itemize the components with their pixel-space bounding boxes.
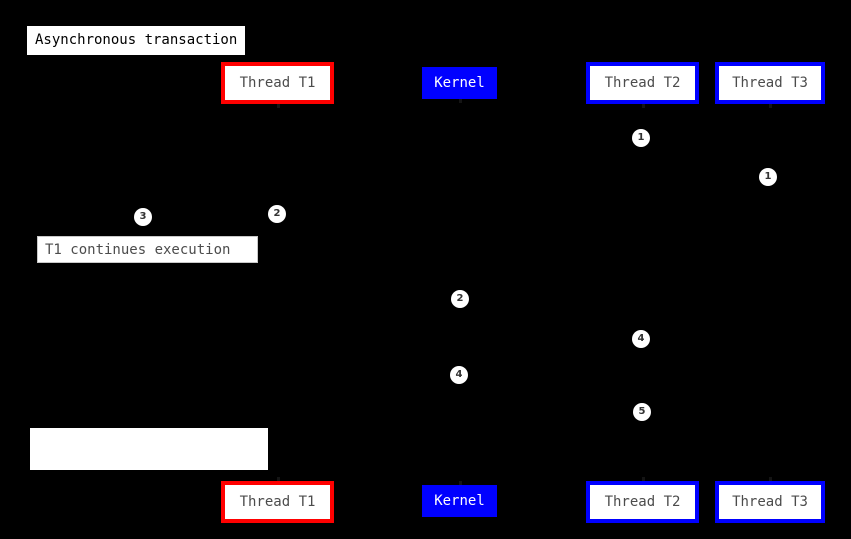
lifeline-stub-bottom [642, 477, 645, 481]
lifeline-head-thread-t2[interactable]: Thread T2 [586, 62, 699, 104]
lifeline-head-thread-t2[interactable]: Thread T2 [586, 481, 699, 523]
lifeline-stub-bottom [459, 481, 462, 485]
sequence-marker-4: 4 [632, 330, 650, 348]
note-box-t1-continues-execution: T1 continues execution [37, 236, 258, 263]
diagram-title: Asynchronous transaction [27, 26, 246, 55]
sequence-marker-4: 4 [450, 366, 468, 384]
lifeline-head-thread-t1[interactable]: Thread T1 [221, 62, 334, 104]
lifeline-thread-t2 [643, 104, 644, 481]
sequence-marker-1: 1 [632, 129, 650, 147]
lifeline-stub-bottom [277, 477, 280, 481]
note-box-empty [30, 428, 268, 470]
lifeline-head-kernel[interactable]: Kernel [422, 485, 497, 517]
lifeline-stub-top [769, 104, 772, 108]
lifeline-stub-top [459, 99, 462, 103]
sequence-marker-5: 5 [633, 403, 651, 421]
sequence-marker-3: 3 [134, 208, 152, 226]
lifeline-stub-top [277, 104, 280, 108]
lifeline-stub-bottom [769, 477, 772, 481]
lifeline-thread-t3 [770, 104, 771, 481]
lifeline-head-thread-t3[interactable]: Thread T3 [715, 62, 825, 104]
sequence-marker-2: 2 [451, 290, 469, 308]
lifeline-stub-top [642, 104, 645, 108]
lifeline-head-thread-t1[interactable]: Thread T1 [221, 481, 334, 523]
sequence-marker-1: 1 [759, 168, 777, 186]
lifeline-thread-t1 [278, 104, 279, 481]
lifeline-head-thread-t3[interactable]: Thread T3 [715, 481, 825, 523]
sequence-marker-2: 2 [268, 205, 286, 223]
lifeline-head-kernel[interactable]: Kernel [422, 67, 497, 99]
